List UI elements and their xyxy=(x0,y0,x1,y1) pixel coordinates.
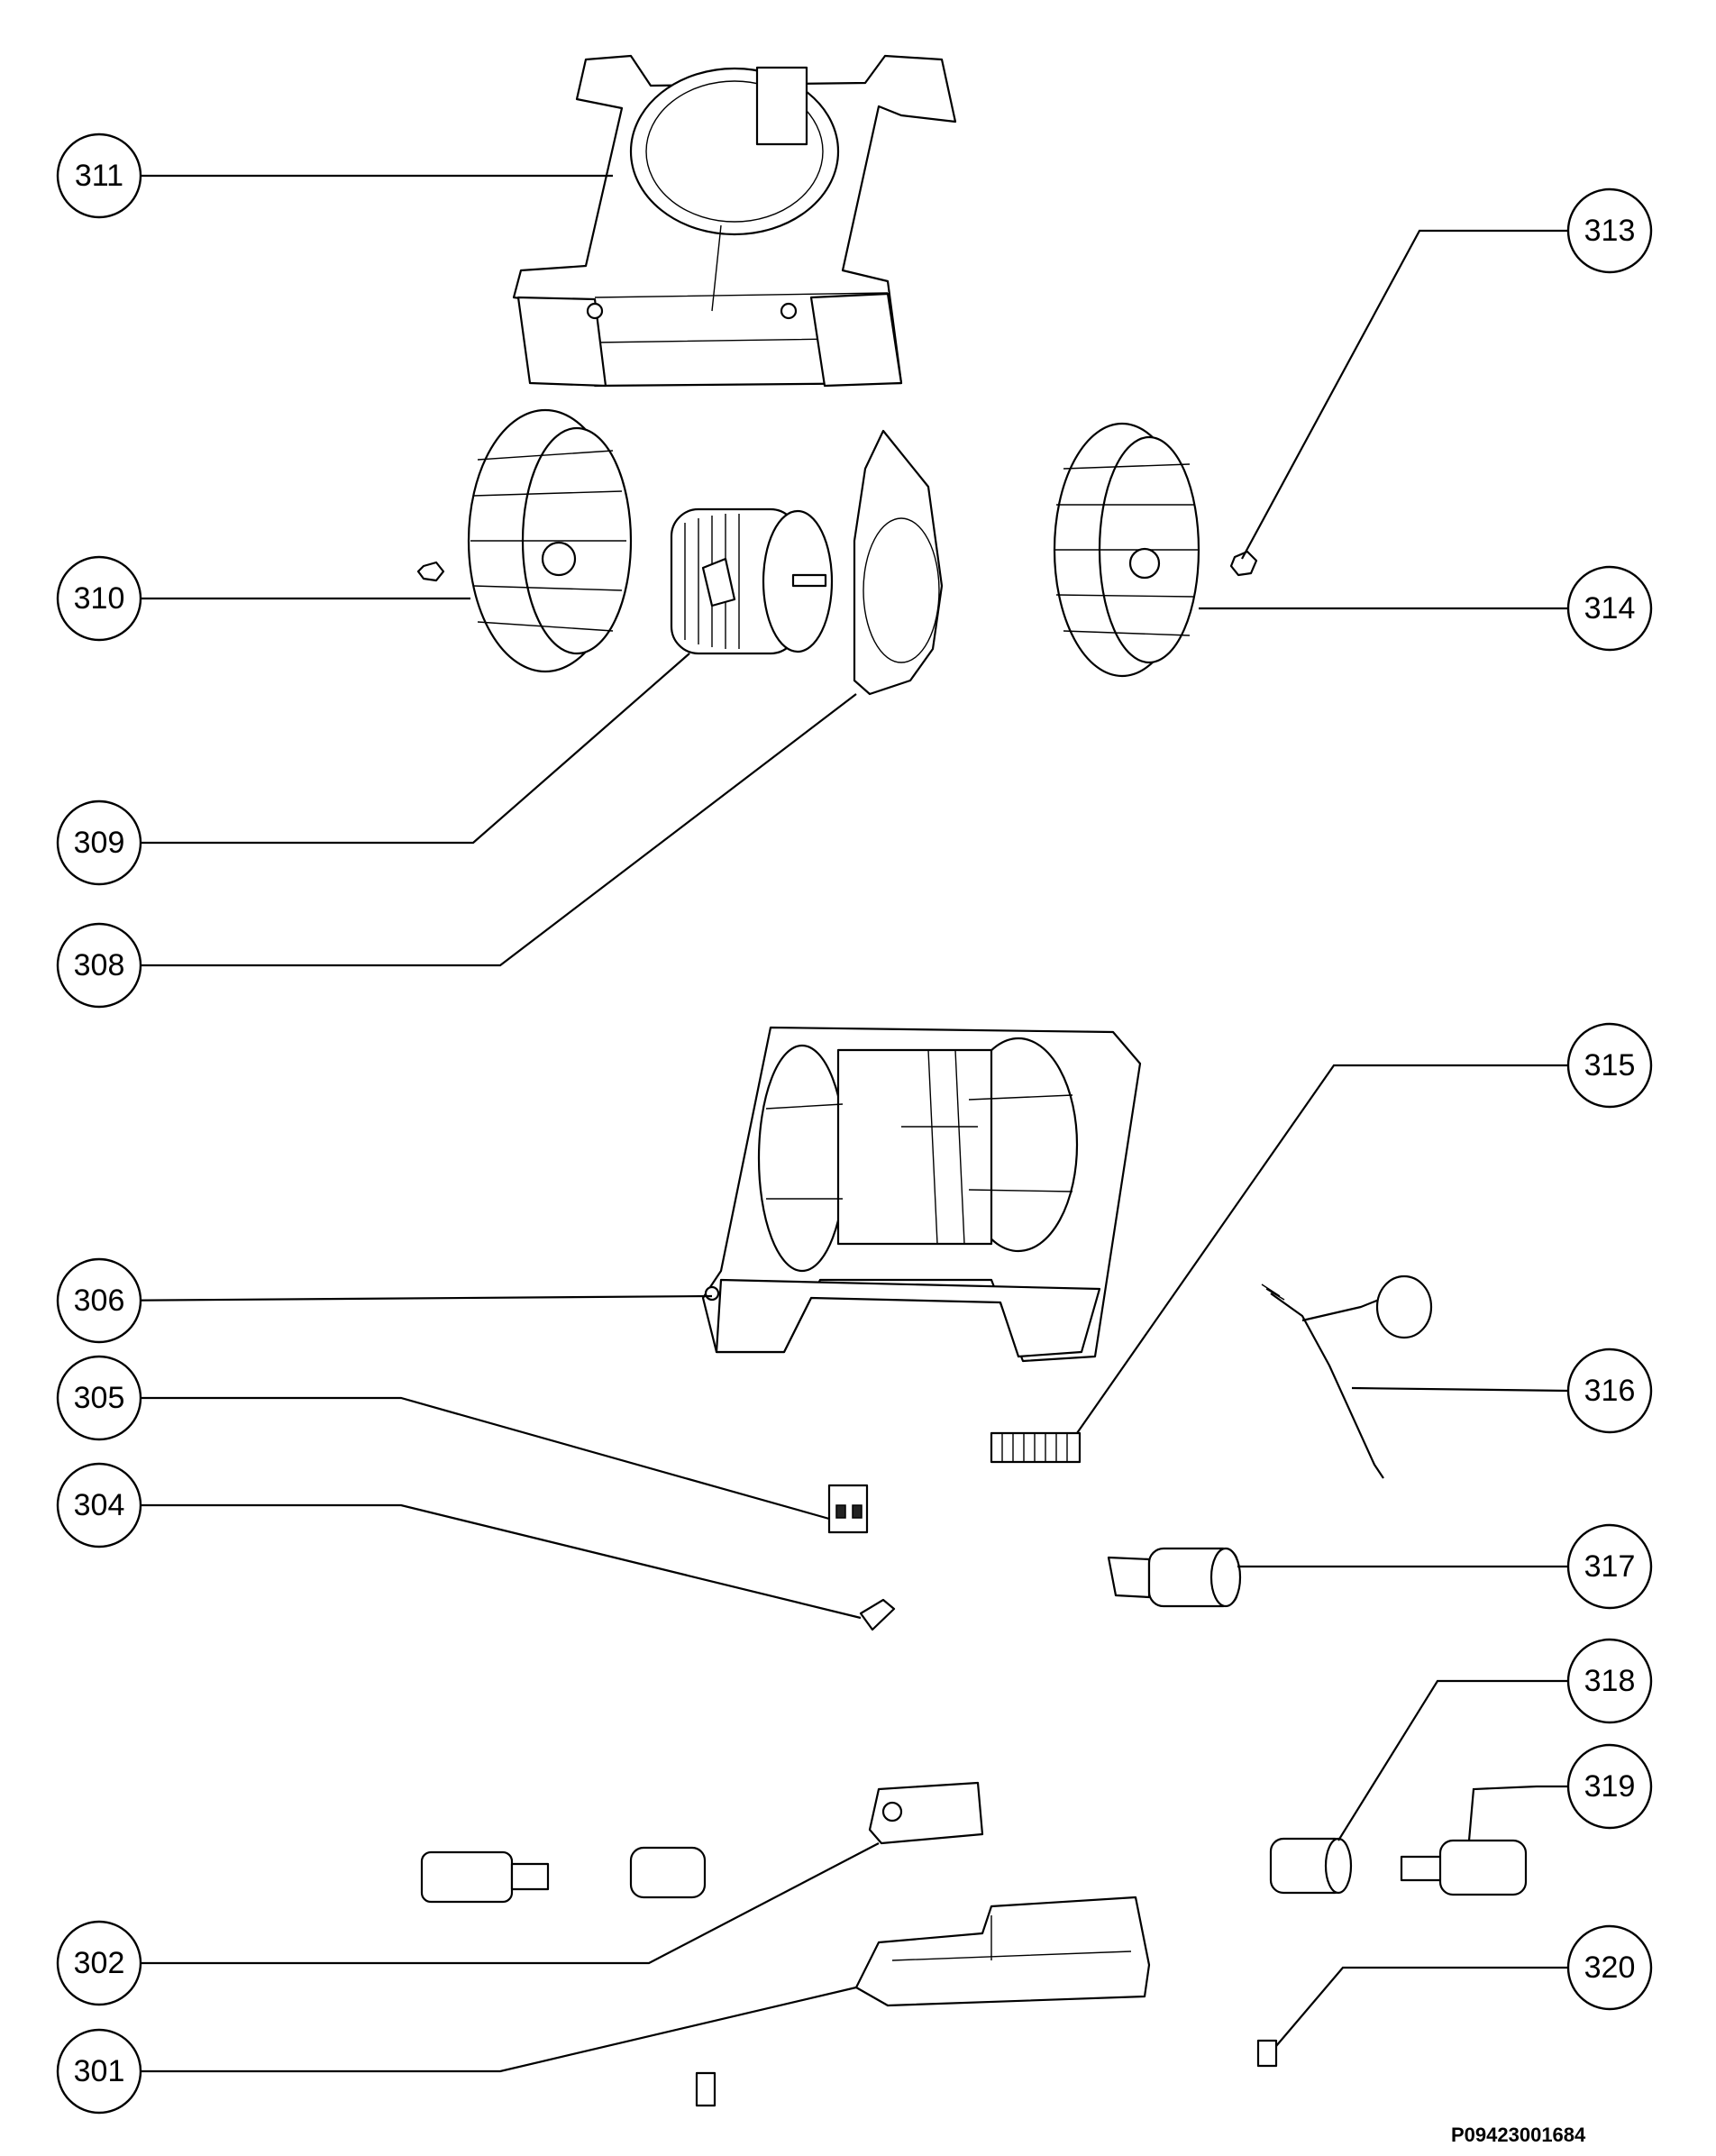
leader-305 xyxy=(99,1396,830,1521)
part-305-connector xyxy=(827,1484,869,1534)
callout-304: 304 xyxy=(56,1462,142,1548)
part-small-block-bottom xyxy=(695,2071,717,2107)
part-319-shaft xyxy=(1400,1839,1528,1896)
part-315-terminal-block xyxy=(990,1431,1082,1464)
callout-305: 305 xyxy=(56,1355,142,1441)
leader-318 xyxy=(1337,1679,1568,1841)
leader-315 xyxy=(1076,1064,1568,1434)
part-304-clip xyxy=(859,1598,896,1631)
callout-label-320: 320 xyxy=(1584,1950,1636,1985)
part-302-housing xyxy=(868,1781,984,1845)
callout-309: 309 xyxy=(56,799,142,886)
part-306-blower-assembly xyxy=(701,1026,1142,1363)
callout-label-308: 308 xyxy=(74,948,125,982)
part-308-scroll-plate xyxy=(853,429,944,696)
callout-label-304: 304 xyxy=(74,1488,125,1522)
callout-316: 316 xyxy=(1566,1348,1653,1434)
part-320-block xyxy=(1256,2039,1278,2068)
leader-306 xyxy=(98,1294,713,1302)
leader-313 xyxy=(1241,229,1568,560)
leader-304 xyxy=(99,1503,862,1620)
callout-308: 308 xyxy=(56,922,142,1009)
part-318-bushing xyxy=(1269,1837,1353,1895)
callout-315: 315 xyxy=(1566,1022,1653,1109)
callout-311: 311 xyxy=(56,132,142,219)
callout-label-309: 309 xyxy=(74,826,125,860)
leader-308 xyxy=(99,693,857,967)
callout-label-313: 313 xyxy=(1584,214,1636,248)
part-shaft-left xyxy=(420,1846,707,1904)
leader-309 xyxy=(99,653,690,845)
callout-301: 301 xyxy=(56,2028,142,2115)
callout-314: 314 xyxy=(1566,565,1653,652)
part-309-motor xyxy=(670,507,834,655)
callout-label-319: 319 xyxy=(1584,1769,1636,1804)
part-314-blower-wheel-right xyxy=(1053,422,1200,678)
part-310-blower-wheel-left xyxy=(416,408,633,673)
callout-label-302: 302 xyxy=(74,1946,125,1980)
part-311-duct-housing xyxy=(512,54,957,388)
callout-320: 320 xyxy=(1566,1924,1653,2011)
callout-label-315: 315 xyxy=(1584,1048,1636,1083)
part-317-capacitor xyxy=(1107,1547,1242,1608)
leader-320 xyxy=(1275,1966,1568,2047)
callout-label-314: 314 xyxy=(1584,591,1636,626)
callout-label-311: 311 xyxy=(75,159,123,193)
callout-label-305: 305 xyxy=(74,1381,125,1415)
callout-313: 313 xyxy=(1566,187,1653,274)
callout-label-310: 310 xyxy=(74,581,125,616)
callout-310: 310 xyxy=(56,555,142,642)
drawing-code: P09423001684 xyxy=(1451,2124,1586,2146)
leader-301 xyxy=(99,1986,857,2073)
part-316-sensor-cable xyxy=(1261,1274,1433,1479)
callout-label-317: 317 xyxy=(1584,1549,1636,1584)
callout-302: 302 xyxy=(56,1920,142,2006)
leader-316 xyxy=(1351,1386,1569,1393)
leader-lines xyxy=(98,174,1569,2073)
leader-319 xyxy=(1467,1785,1568,1841)
callout-label-301: 301 xyxy=(74,2054,125,2088)
callout-306: 306 xyxy=(56,1257,142,1344)
part-301-base xyxy=(854,1896,1151,2007)
callout-label-316: 316 xyxy=(1584,1374,1636,1408)
callout-319: 319 xyxy=(1566,1743,1653,1830)
leader-302 xyxy=(99,1842,880,1965)
part-313-nut xyxy=(1229,550,1258,577)
callout-label-306: 306 xyxy=(74,1284,125,1318)
callout-318: 318 xyxy=(1566,1638,1653,1724)
callout-317: 317 xyxy=(1566,1523,1653,1610)
callout-label-318: 318 xyxy=(1584,1664,1636,1698)
